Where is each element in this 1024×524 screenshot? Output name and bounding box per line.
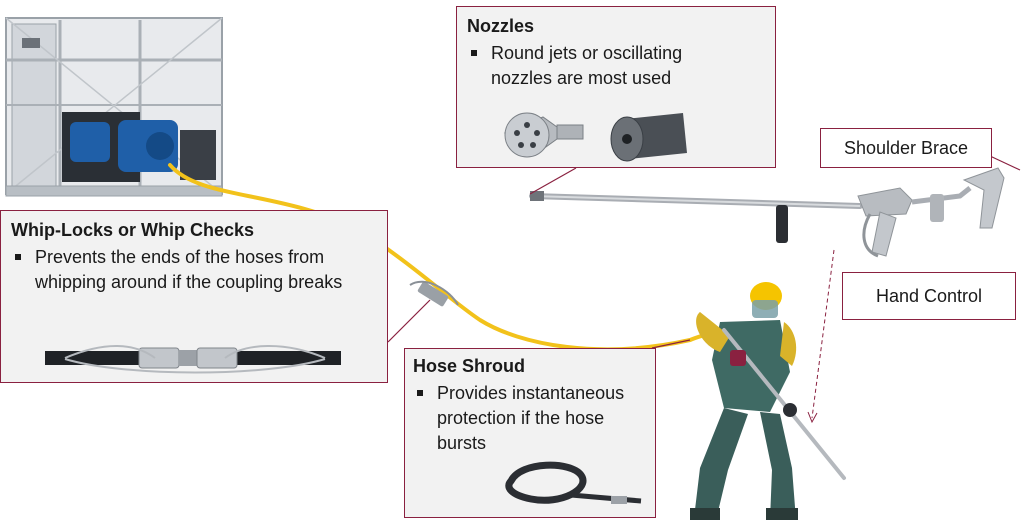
- hand-control-pointer: [811, 249, 835, 419]
- hose-shroud-title: Hose Shroud: [413, 356, 526, 376]
- lance-gun: [529, 167, 1005, 258]
- shoulder-brace-pointer: [989, 155, 1021, 171]
- whip-locks-pointer: [387, 299, 431, 343]
- hand-control-label: Hand Control: [842, 272, 1016, 320]
- oscillating-nozzle-image: [503, 112, 584, 158]
- whip-locks-callout: Whip-Locks or Whip Checks Prevents the e…: [0, 210, 388, 383]
- hose-coupling: [409, 280, 459, 307]
- shoulder-brace-label: Shoulder Brace: [820, 128, 992, 168]
- hose-shroud-image: [505, 461, 642, 504]
- nozzles-bullet: Round jets or oscillating nozzles are mo…: [467, 41, 737, 91]
- whip-locks-bullet: Prevents the ends of the hoses from whip…: [11, 245, 351, 295]
- shoulder-brace-text: Shoulder Brace: [843, 137, 969, 158]
- nozzle-images: [503, 112, 687, 162]
- nozzles-callout: Nozzles Round jets or oscillating nozzle…: [456, 6, 776, 168]
- whip-locks-title: Whip-Locks or Whip Checks: [11, 220, 255, 240]
- hand-control-text: Hand Control: [875, 285, 983, 306]
- pump-skid-unit: [5, 17, 223, 197]
- worker-figure: [690, 282, 846, 520]
- whip-check-image: [45, 345, 341, 374]
- hose-shroud-callout: Hose Shroud Provides instantaneous prote…: [404, 348, 656, 518]
- hose-shroud-pointer: [651, 339, 691, 349]
- nozzles-pointer: [529, 167, 577, 195]
- hose-shroud-bullet: Provides instantaneous protection if the…: [413, 381, 649, 456]
- round-jet-nozzle-image: [610, 113, 687, 162]
- nozzles-title: Nozzles: [467, 16, 535, 36]
